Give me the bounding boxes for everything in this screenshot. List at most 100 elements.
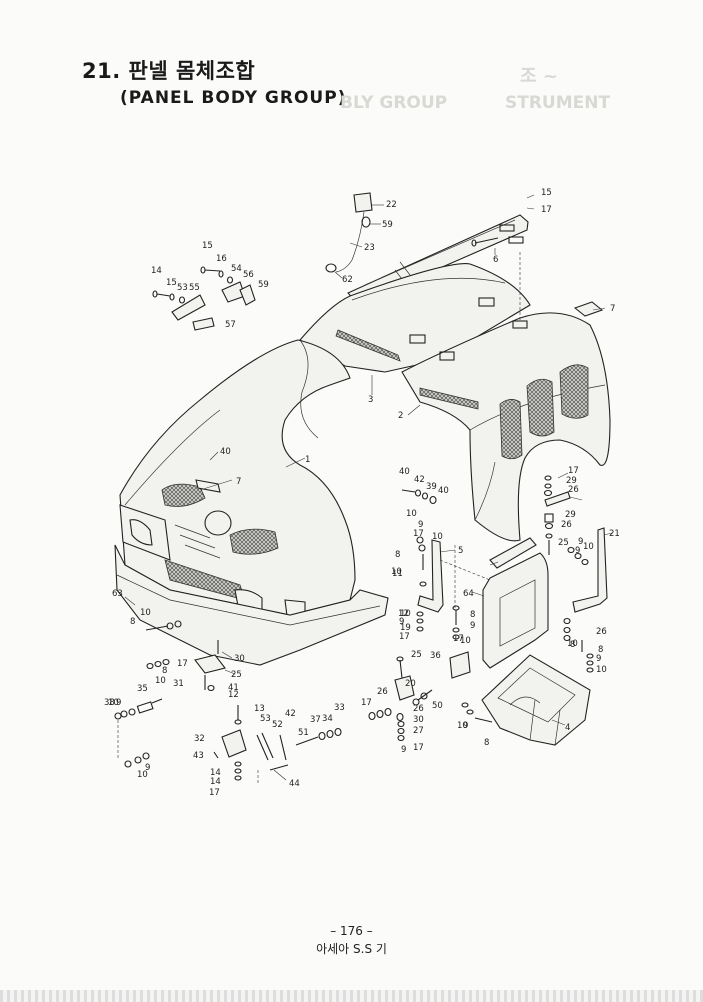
- part-callout: 5: [458, 546, 463, 556]
- part-callout: 22: [386, 200, 397, 210]
- part-callout: 9: [463, 721, 468, 731]
- publisher-label: 아세아 S.S 기: [316, 942, 387, 956]
- part-callout: 12: [398, 609, 409, 619]
- part-callout: 40: [399, 467, 410, 477]
- part-callout: 53: [177, 283, 188, 293]
- part-callout: 9: [116, 698, 121, 708]
- part-callout: 2: [398, 411, 403, 421]
- side-cover-63: [482, 552, 549, 669]
- part-callout: 14: [151, 266, 162, 276]
- part-callout: 8: [470, 610, 475, 620]
- part-callout: 10: [457, 721, 468, 731]
- part-callout: 17: [568, 466, 579, 476]
- part-callout: 10: [460, 636, 471, 646]
- bleed-through-text: STRUMENT: [505, 93, 611, 113]
- part-callout: 52: [272, 720, 283, 730]
- bolt-washer-stack: [401, 489, 437, 505]
- part-callout: 55: [189, 283, 200, 293]
- side-plate-64: [489, 537, 537, 569]
- bolt-washer-stack: [563, 617, 594, 673]
- part-callout: 9: [470, 621, 475, 631]
- part-callout: 9: [575, 546, 580, 556]
- right-side-panel: [401, 312, 611, 542]
- part-callout: 25: [558, 538, 569, 548]
- part-callout: 17: [209, 788, 220, 798]
- part-callout: 42: [414, 475, 425, 485]
- part-callout: 56: [243, 270, 254, 280]
- part-callout: 17: [361, 698, 372, 708]
- part-callout: 33: [334, 703, 345, 713]
- part-callout: 30: [234, 654, 245, 664]
- part-callout: 8: [130, 617, 135, 627]
- bleed-through-text: 조 ~: [520, 66, 558, 87]
- part-callout: 17: [177, 659, 188, 669]
- leader-lines: [124, 194, 613, 781]
- part-callout: 1: [305, 455, 310, 465]
- part-callout: 8: [484, 738, 489, 748]
- part-callout: 17: [399, 632, 410, 642]
- part-callout: 10: [432, 532, 443, 542]
- hinge-bracket-31: [213, 705, 247, 781]
- part-callout: 54: [231, 264, 242, 274]
- part-callout: 8: [598, 645, 603, 655]
- part-callout: 63: [112, 589, 123, 599]
- part-callout: 16: [216, 254, 227, 264]
- part-callout: 27: [413, 726, 424, 736]
- mounting-bracket-5: [416, 536, 444, 613]
- part-callout: 9: [145, 763, 150, 773]
- latch-chain-assembly: [325, 192, 373, 273]
- part-callout: 26: [377, 687, 388, 697]
- part-callout: 17: [453, 634, 464, 644]
- page-title: 21. 판넬 몸체조합: [82, 59, 256, 83]
- part-callout: 42: [285, 709, 296, 719]
- bolt-washer-stack: [368, 689, 433, 742]
- part-callout: 32: [194, 734, 205, 744]
- part-callout: 26: [568, 485, 579, 495]
- part-callout: 40: [438, 486, 449, 496]
- part-callout: 26: [596, 627, 607, 637]
- hinge-plate: [573, 301, 604, 317]
- part-callout: 15: [541, 188, 552, 198]
- part-callout: 43: [193, 751, 204, 761]
- bleed-through-text: BLY GROUP: [340, 93, 448, 113]
- part-callout: 10: [108, 698, 119, 708]
- part-callout: 12: [228, 690, 239, 700]
- part-callout: 7: [236, 477, 241, 487]
- part-callout: 8: [570, 640, 575, 650]
- bolt-washer-stack: [461, 702, 493, 723]
- part-callout: 9: [401, 745, 406, 755]
- part-callout: 3: [368, 395, 373, 405]
- hinge-plate: [195, 479, 221, 493]
- page-number: – 176 –: [330, 924, 373, 938]
- part-callout: 9: [418, 520, 423, 530]
- bracket-35: [449, 651, 471, 679]
- part-callout: 62: [342, 275, 353, 285]
- part-callout: 14: [210, 768, 221, 778]
- rod-34: [114, 698, 163, 768]
- part-callout: 10: [583, 542, 594, 552]
- part-callout: 10: [567, 639, 578, 649]
- part-callout: 38: [104, 698, 115, 708]
- part-callout: 19: [400, 623, 411, 633]
- part-callout: 59: [382, 220, 393, 230]
- part-callout: 51: [298, 728, 309, 738]
- part-callout: 64: [463, 589, 474, 599]
- part-callout: 15: [202, 241, 213, 251]
- part-callout: 21: [609, 529, 620, 539]
- part-callout: 50: [432, 701, 443, 711]
- main-front-hood: [119, 339, 356, 619]
- part-callout: 14: [210, 777, 221, 787]
- part-callout: 9: [399, 617, 404, 627]
- part-callout: 25: [411, 650, 422, 660]
- part-callout: 10: [391, 567, 402, 577]
- link-rods: [256, 727, 342, 771]
- part-callout: 9: [578, 537, 583, 547]
- part-callout: 30: [413, 715, 424, 725]
- callout-labels: 1 2 3 4 5 6 7 7 8 8 8 8 8 8 8 9 9 9 9 9 …: [104, 188, 620, 798]
- part-callout: 29: [565, 510, 576, 520]
- part-callout: 13: [254, 704, 265, 714]
- part-callout: 17: [413, 743, 424, 753]
- part-callout: 23: [364, 243, 375, 253]
- part-callout: 35: [137, 684, 148, 694]
- spacer-stack-right: [543, 475, 571, 555]
